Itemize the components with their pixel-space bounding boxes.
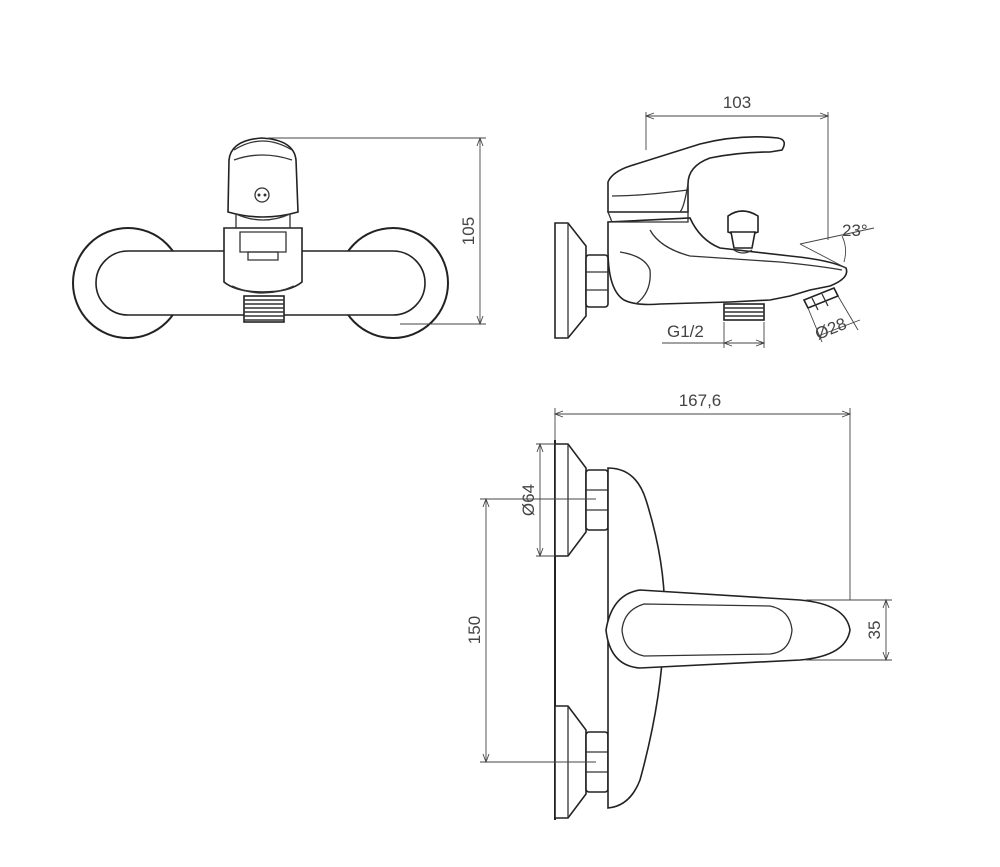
dimension-105: 105: [268, 136, 486, 326]
front-lever-handle: [227, 137, 299, 229]
dimension-103: 103: [644, 93, 830, 240]
side-inlet-thread: [723, 303, 765, 321]
dimension-150-label: 150: [465, 616, 484, 644]
dimension-35-label: 35: [865, 621, 884, 640]
dimension-thread: G1/2: [662, 322, 766, 348]
dimension-167-label: 167,6: [679, 391, 722, 410]
bottom-thread: [243, 295, 285, 323]
dimension-thread-label: G1/2: [667, 322, 704, 341]
center-block: [223, 227, 303, 294]
side-nut: [585, 254, 609, 308]
dimension-outlet-label: Ø28: [812, 314, 849, 344]
dimension-103-label: 103: [723, 93, 751, 112]
dimension-angle-label: 23°: [842, 221, 868, 240]
diverter-knob: [727, 210, 759, 254]
dimension-150: 150: [465, 497, 596, 764]
side-view: 103 23° Ø28 G1/2: [554, 93, 875, 348]
top-lever: [605, 589, 851, 669]
dimension-35: 35: [806, 598, 892, 662]
spout-outlet: [802, 286, 840, 311]
dimension-flange-label: Ø64: [519, 484, 538, 516]
front-view: 105: [72, 136, 486, 339]
side-wall-flange: [554, 222, 587, 339]
dimension-angle: 23°: [799, 221, 875, 269]
top-view: 167,6 Ø64 150 35: [465, 391, 892, 820]
dimension-flange: Ø64: [519, 442, 555, 558]
dimension-167: 167,6: [553, 391, 852, 600]
dimension-105-label: 105: [459, 217, 478, 245]
side-body: [607, 217, 848, 306]
side-lever-handle: [607, 136, 786, 223]
top-flange-upper: [554, 443, 609, 557]
